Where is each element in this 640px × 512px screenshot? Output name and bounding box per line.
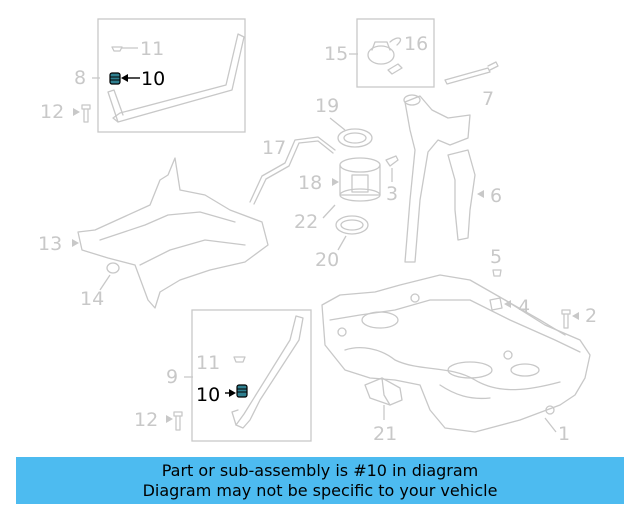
callout-20: 20 [315,249,339,271]
banner-line-2: Diagram may not be specific to your vehi… [142,480,498,500]
bolt-12-lower [173,411,183,431]
fuel-tank-1 [321,274,591,433]
callout-16: 16 [404,33,428,55]
callout-5: 5 [490,246,502,268]
bolt-2 [561,309,571,329]
cap-kit-box [356,18,435,88]
strap-kit-box-upper [97,18,246,133]
callout-8: 8 [74,67,86,89]
sensor-7 [444,61,499,85]
callout-21: 21 [373,423,397,445]
seal-20 [335,215,369,235]
heat-shield-13 [77,157,269,309]
bolt-12-upper [81,104,91,123]
callout-22: 22 [294,211,318,233]
callout-3: 3 [386,183,398,205]
callout-11-upper: 11 [140,38,164,60]
callout-14: 14 [80,288,104,310]
fuel-tank-strap-lower [231,315,304,429]
nut-5 [492,269,502,277]
bracket-21 [364,377,403,406]
callout-9: 9 [166,366,178,388]
callout-12-upper: 12 [40,101,64,123]
callout-17: 17 [262,137,286,159]
callout-2: 2 [585,305,597,327]
fuel-pump-18 [339,157,381,202]
callout-1: 1 [558,423,570,445]
banner-line-1: Part or sub-assembly is #10 in diagram [161,460,479,480]
callout-12-lower: 12 [134,409,158,431]
callout-18: 18 [298,172,322,194]
fuel-tank-strap-upper [107,33,245,123]
callout-10-upper[interactable]: 10 [141,68,165,90]
callout-6: 6 [490,185,502,207]
mount-4 [489,297,503,311]
strap-kit-box-lower [191,309,312,442]
bolt-11-lower [233,356,246,363]
callout-19: 19 [315,95,339,117]
bolt-11-upper [111,46,138,52]
info-banner: Part or sub-assembly is #10 in diagram D… [16,457,624,504]
clip-10-upper[interactable] [109,72,140,85]
callout-4: 4 [518,296,530,318]
fuel-cap-16 [367,37,403,75]
callout-10-lower[interactable]: 10 [196,384,220,406]
grommet-14 [106,262,120,274]
callout-7: 7 [482,88,494,110]
bolt-3 [385,155,399,167]
callout-11-lower: 11 [196,352,220,374]
callout-15: 15 [324,43,348,65]
lock-ring-19 [337,128,373,148]
fuel-line-17 [249,136,336,205]
clip-10-lower[interactable] [225,384,248,398]
filler-neck [403,94,471,263]
parts-diagram: 11 10 8 12 13 14 15 16 7 6 [38,18,597,445]
callout-13: 13 [38,233,62,255]
shield-6 [447,149,476,241]
